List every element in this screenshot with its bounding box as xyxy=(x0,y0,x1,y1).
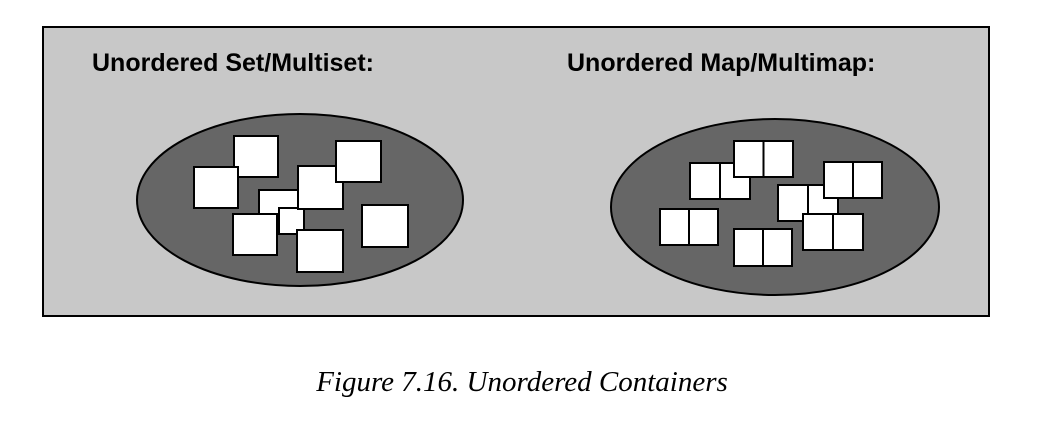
set-element-box xyxy=(296,229,344,273)
map-pair-key-box xyxy=(689,162,721,200)
map-multimap-title: Unordered Map/Multimap: xyxy=(567,49,875,77)
map-pair-value-box xyxy=(762,228,793,267)
set-element-box xyxy=(193,166,239,209)
map-pair-key-box xyxy=(802,213,834,251)
map-pair-key-box xyxy=(733,228,764,267)
map-elements xyxy=(659,140,883,267)
map-pair-value-box xyxy=(832,213,864,251)
set-element-box xyxy=(233,135,279,178)
set-element-box xyxy=(232,213,278,256)
figure-diagram: Unordered Set/Multiset: Unordered Map/Mu… xyxy=(42,26,990,317)
figure-caption: Figure 7.16. Unordered Containers xyxy=(316,366,728,398)
map-pair-key-box xyxy=(659,208,690,246)
map-pair-value-box xyxy=(762,140,794,178)
set-element-box xyxy=(335,140,382,183)
map-pair-value-box xyxy=(852,161,883,199)
set-multiset-title: Unordered Set/Multiset: xyxy=(92,49,374,77)
map-pair-key-box xyxy=(733,140,765,178)
map-pair-key-box xyxy=(823,161,854,199)
set-elements xyxy=(193,135,409,273)
set-element-box xyxy=(361,204,409,248)
map-pair-value-box xyxy=(688,208,719,246)
